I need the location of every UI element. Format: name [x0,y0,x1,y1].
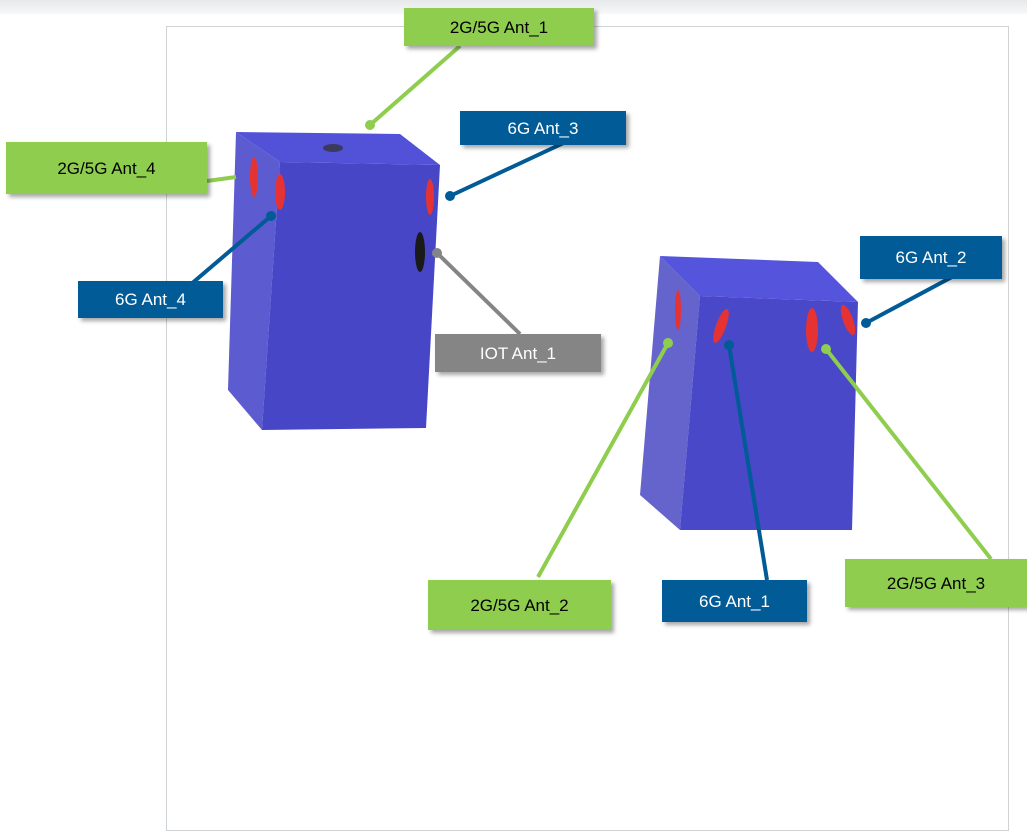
callout-25g-ant-3: 2G/5G Ant_3 [845,559,1027,607]
device-right-front-face [680,296,858,530]
antenna-6g-1-marker [713,308,729,344]
antenna-iot-1-marker [415,232,425,272]
leader-6g-3-dot [445,191,455,201]
antenna-6g-2-marker [840,304,856,336]
antenna-25g-3-marker [806,308,818,352]
device-right [640,256,858,530]
leader-6g-1-dot [724,340,734,350]
antenna-25g-2-marker [675,290,681,330]
leader-6g-3 [449,138,571,198]
leader-6g-4-dot [266,211,276,221]
device-left-top-port [323,144,343,152]
leader-25g-3 [824,347,993,561]
callout-6g-ant-4: 6G Ant_4 [78,281,223,318]
leader-25g-4 [206,175,237,183]
callout-6g-ant-2: 6G Ant_2 [860,236,1002,279]
antenna-25g-4-marker [250,157,258,197]
device-left-front-face [262,162,440,430]
leader-25g-1 [368,44,462,127]
callout-25g-ant-4: 2G/5G Ant_4 [6,142,207,194]
leader-lines [188,44,993,581]
callout-iot-ant-1: IOT Ant_1 [435,334,601,372]
leader-25g-1-dot [365,120,375,130]
device-right-side-face [640,256,700,530]
antenna-6g-3-marker [426,179,434,215]
leader-25g-2 [536,342,670,578]
leader-iot-1-dot [432,248,442,258]
device-left [228,132,440,430]
callout-6g-ant-3: 6G Ant_3 [460,111,626,145]
callout-25g-ant-1: 2G/5G Ant_1 [404,8,594,46]
top-bar [0,0,1027,14]
callout-25g-ant-2: 2G/5G Ant_2 [428,580,611,630]
device-left-side-face [228,132,280,430]
leader-6g-1 [727,344,769,581]
callout-6g-ant-1: 6G Ant_1 [662,580,807,622]
leader-25g-3-dot [821,344,831,354]
antenna-6g-4-marker [275,174,285,210]
leader-6g-4 [188,214,273,287]
leader-iot-1 [435,251,522,336]
device-right-top-face [660,256,858,302]
leader-25g-2-dot [663,338,673,348]
leader-6g-2-dot [861,318,871,328]
